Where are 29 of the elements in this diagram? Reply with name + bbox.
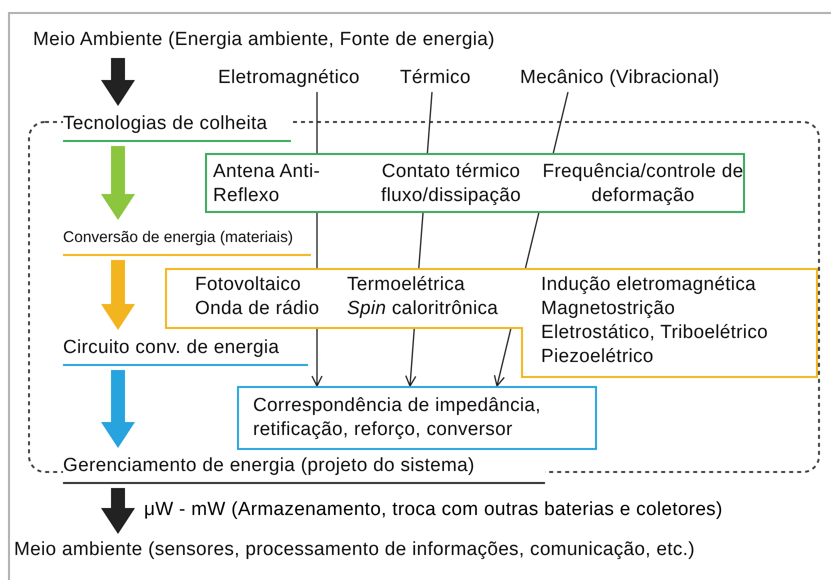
block-arrow xyxy=(101,488,135,534)
category-box xyxy=(237,386,597,450)
category-label: Mecânico (Vibracional) xyxy=(520,66,720,92)
technology-text: Frequência/controle de deformação xyxy=(542,160,744,208)
technology-text: Fotovoltaico xyxy=(195,273,302,297)
connector-line xyxy=(316,92,318,153)
technology-text: Piezoelétrico xyxy=(541,345,654,369)
technology-text: Eletrostático, Triboelétrico xyxy=(541,321,768,345)
connector-line xyxy=(524,212,540,268)
block-arrow xyxy=(101,370,135,448)
arrow xyxy=(405,328,416,387)
block-arrow xyxy=(101,58,135,106)
block-arrow xyxy=(101,260,135,330)
connector-line xyxy=(418,212,424,268)
connector-line xyxy=(316,213,318,268)
technology-text: Spin caloritrônica xyxy=(347,297,498,321)
technology-text: Onda de rádio xyxy=(195,297,320,321)
technology-text: Correspondência de impedância, retificação, reforço, conversor xyxy=(253,394,542,442)
category-box xyxy=(205,153,745,213)
connector-line xyxy=(552,92,569,154)
arrow xyxy=(311,328,323,387)
technology-text: Indução eletromagnética xyxy=(541,273,756,297)
technology-text: Antena Anti-Reflexo xyxy=(213,160,322,208)
block-arrow xyxy=(101,146,135,220)
connector-line xyxy=(426,92,433,154)
technology-text: Magnetostrição xyxy=(541,297,676,321)
technology-text: Termoelétrica xyxy=(347,273,465,297)
arrow xyxy=(494,328,512,387)
technology-text: Contato térmico fluxo/dissipação xyxy=(380,160,522,208)
